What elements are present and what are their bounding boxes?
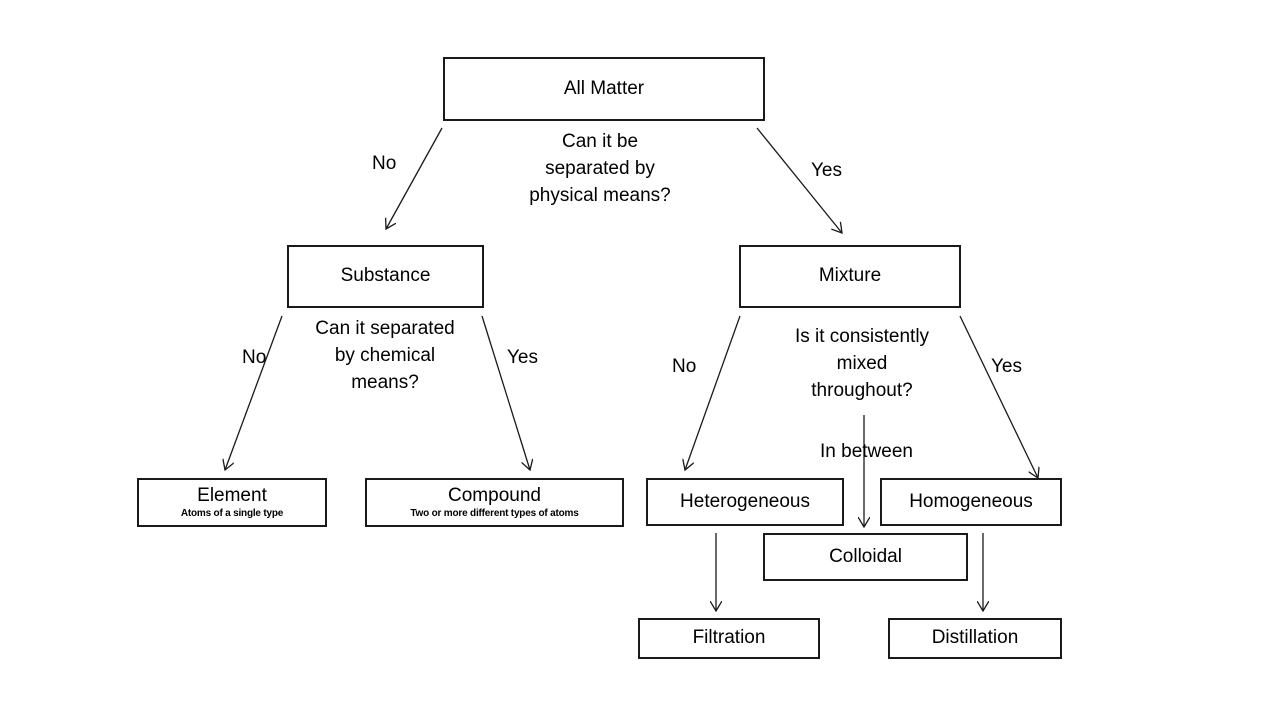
arrow-matter-to-substance [386,127,443,229]
homogeneous-box: Homogeneous [880,478,1062,526]
filtration-label: Filtration [692,627,766,649]
in-between-label: In between [820,441,913,462]
filtration-box: Filtration [638,618,820,659]
chemical-means-question: Can it separated by chemical means? [315,318,455,393]
arrow-substance-to-compound [481,315,530,470]
mixture-yes-label: Yes [991,356,1022,377]
compound-box: Compound Two or more different types of … [365,478,624,527]
arrow-mixture-to-heterogeneous [685,315,741,470]
matter-no-label: No [372,153,397,174]
arrow-matter-to-mixture [756,127,842,233]
substance-no-label: No [242,347,267,368]
mixture-box: Mixture [739,245,961,308]
element-note: Atoms of a single type [180,508,284,520]
arrow-substance-to-element [225,315,283,470]
colloidal-box: Colloidal [763,533,968,581]
arrow-mixture-to-homogeneous [959,315,1038,478]
element-box: Element Atoms of a single type [137,478,327,527]
distillation-label: Distillation [931,627,1019,649]
element-label: Element [197,484,267,506]
homogeneous-label: Homogeneous [909,490,1033,512]
consistently-mixed-question: Is it consistently mixed throughout? [794,326,930,401]
substance-box: Substance [287,245,484,308]
heterogeneous-box: Heterogeneous [646,478,844,526]
all-matter-label: All Matter [563,77,645,99]
physical-means-question: Can it be separated by physical means? [529,131,671,206]
compound-note: Two or more different types of atoms [410,508,579,520]
matter-yes-label: Yes [811,160,842,181]
substance-label: Substance [340,265,431,287]
distillation-box: Distillation [888,618,1062,659]
colloidal-label: Colloidal [829,545,902,567]
substance-yes-label: Yes [507,347,538,368]
mixture-label: Mixture [818,265,882,287]
compound-label: Compound [448,484,541,506]
heterogeneous-label: Heterogeneous [680,490,810,512]
all-matter-box: All Matter [443,57,765,121]
mixture-no-label: No [672,356,697,377]
